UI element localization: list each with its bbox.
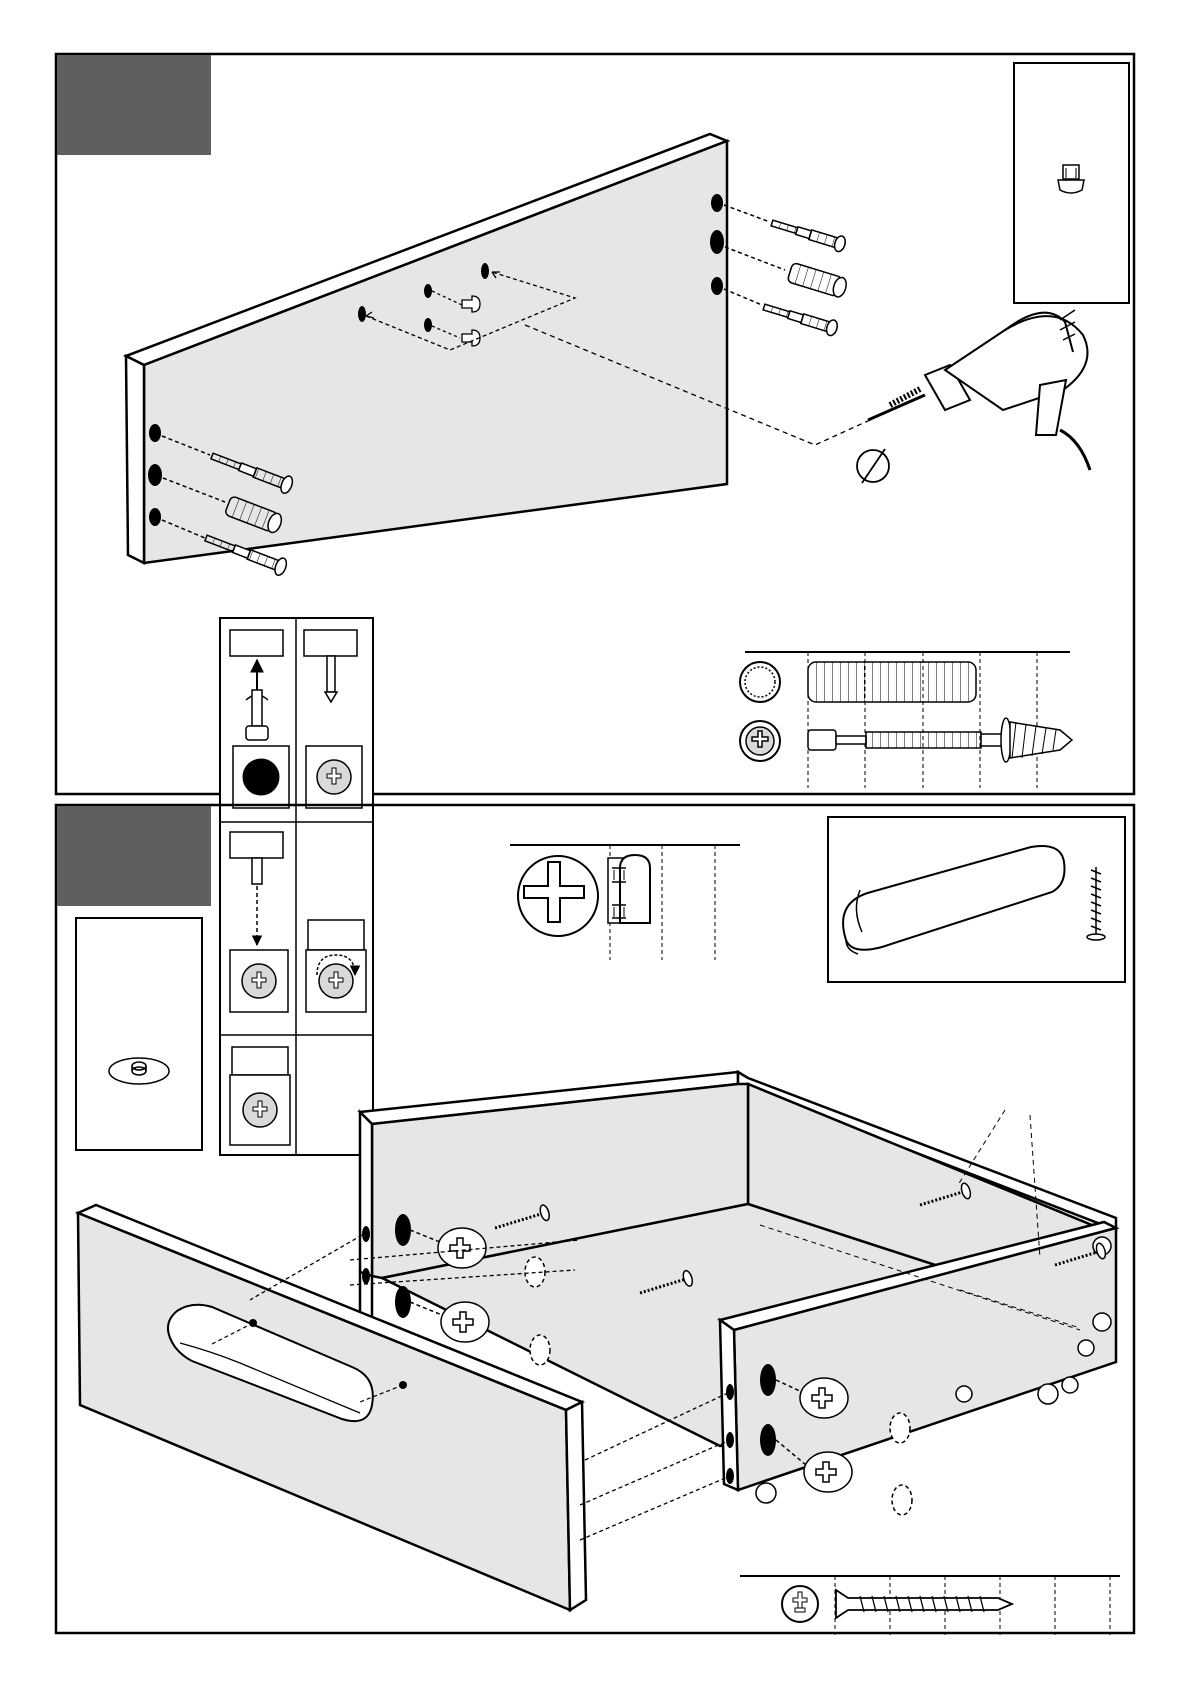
hardware-scale-chart-2 [510, 845, 740, 960]
washer-icon [109, 1058, 169, 1084]
step-2-badge [57, 806, 211, 906]
washer-detail [76, 918, 202, 1150]
dowel-icon [808, 662, 976, 702]
glide-stud-detail [1014, 63, 1129, 303]
screw-scale-chart [740, 1576, 1120, 1635]
drill-size-symbol [857, 449, 889, 483]
cam-lock-instructions [220, 618, 373, 1155]
handle-detail [828, 817, 1125, 982]
step-1-badge [57, 55, 211, 155]
